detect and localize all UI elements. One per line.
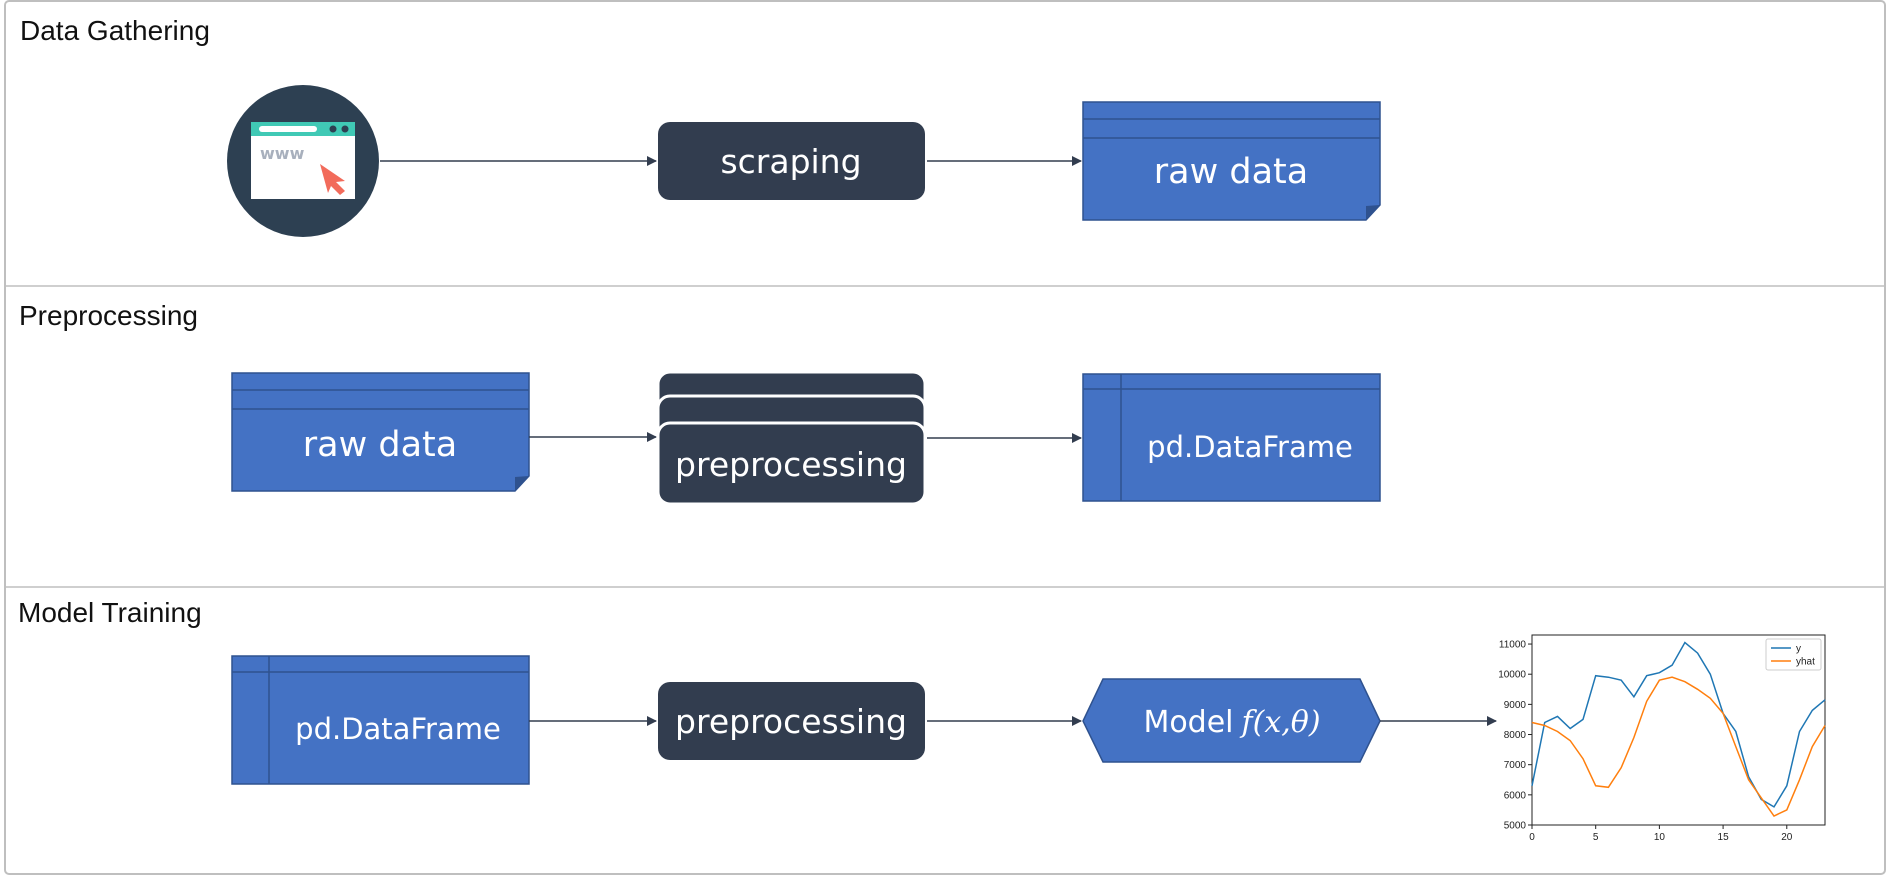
model-formula: f(x,θ) [1240, 705, 1321, 740]
y-tick-label: 10000 [1498, 670, 1526, 681]
y-tick-label: 11000 [1499, 640, 1527, 651]
legend-label: y [1796, 644, 1801, 655]
dataframe-internal-storage: pd.DataFrame [231, 655, 530, 785]
preprocessing-stacked-process: preprocessing [656, 370, 927, 506]
dataframe-internal-storage: pd.DataFrame [1082, 373, 1381, 502]
y-tick-label: 9000 [1504, 700, 1527, 711]
browser-icon: www [227, 85, 379, 237]
raw-data-label: raw data [303, 425, 457, 465]
lane-title-preprocessing: Preprocessing [19, 300, 198, 331]
y-tick-label: 8000 [1504, 730, 1527, 741]
series-line-yhat [1531, 676, 1826, 817]
y-tick-label: 7000 [1504, 760, 1527, 771]
series-line-y [1531, 641, 1826, 808]
chart-series-lines [1531, 641, 1826, 817]
browser-www-text: www [260, 144, 305, 163]
preprocessing-label: preprocessing [675, 445, 907, 484]
y-tick-label: 5000 [1504, 821, 1527, 832]
x-tick-label: 20 [1781, 832, 1793, 843]
lane-title-model-training: Model Training [18, 597, 202, 628]
scraping-process: scraping [658, 122, 925, 200]
x-tick-label: 5 [1593, 832, 1599, 843]
dataframe-label: pd.DataFrame [295, 712, 501, 746]
y-tick-label: 6000 [1504, 790, 1527, 801]
preprocessing-process: preprocessing [658, 682, 925, 760]
raw-data-storage: raw data [231, 372, 530, 492]
raw-data-label: raw data [1154, 152, 1308, 192]
chart-legend: y yhat [1765, 638, 1822, 671]
cursor-icon [320, 164, 345, 195]
preprocessing-label: preprocessing [675, 702, 907, 741]
legend-label: yhat [1796, 657, 1815, 668]
dataframe-label: pd.DataFrame [1147, 430, 1353, 464]
chart-legend-box [1765, 638, 1822, 671]
raw-data-storage: raw data [1082, 101, 1381, 221]
x-tick-label: 0 [1529, 832, 1535, 843]
lane-title-data-gathering: Data Gathering [20, 15, 210, 46]
x-tick-label: 15 [1718, 832, 1730, 843]
scraping-label: scraping [720, 142, 861, 181]
model-label-prefix: Model [1143, 705, 1233, 740]
chart-axis-ticks: 0 5 10 15 20 5000 6000 7000 8000 9000 10000 11000 [1498, 640, 1793, 843]
forecast-line-chart: 0 5 10 15 20 5000 6000 7000 8000 9000 10000 11000 y… [1498, 634, 1826, 843]
x-tick-label: 10 [1654, 832, 1666, 843]
